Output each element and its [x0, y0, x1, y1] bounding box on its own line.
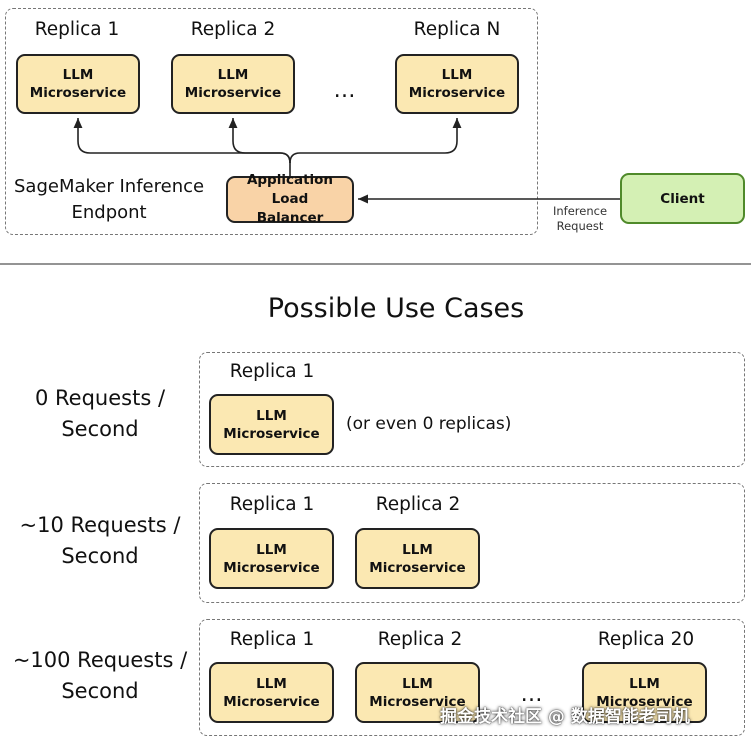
row-2-rate-label: ~10 Requests / Second [20, 510, 181, 572]
alb-line-2: Balancer [256, 210, 324, 226]
box-line-llm: LLM [256, 675, 287, 692]
row-3-replica-2-label: Replica 2 [377, 629, 463, 650]
alb-to-replica-n-line [289, 118, 462, 164]
row-3-replica-20-label: Replica 20 [597, 629, 695, 650]
row-1-rate-line-2: Second [61, 417, 139, 441]
replica-ellipsis: … [333, 78, 357, 103]
row-1-llm-microservice-1: LLM Microservice [209, 394, 334, 455]
row-3-llm-microservice-1: LLM Microservice [209, 662, 334, 723]
row-3-llm-microservice-20: LLM Microservice [582, 662, 707, 723]
box-line-microservice: Microservice [29, 85, 127, 101]
box-line-llm: LLM [256, 407, 287, 424]
row-1-replica-1-label: Replica 1 [229, 361, 315, 382]
box-line-microservice: Microservice [408, 85, 506, 101]
use-case-row-3 [199, 619, 745, 736]
row-3-rate-line-1: ~100 Requests / [12, 648, 188, 672]
use-case-row-2 [199, 483, 745, 603]
inference-request-line-1: Inference [552, 204, 608, 218]
row-3-rate-label: ~100 Requests / Second [13, 645, 187, 707]
row-1-rate-label: 0 Requests / Second [35, 383, 165, 445]
box-line-llm: LLM [629, 675, 660, 692]
box-line-microservice: Microservice [596, 693, 693, 710]
alb-to-replica-2-line [228, 118, 291, 164]
row-2-rate-line-2: Second [61, 544, 139, 568]
client-box: Client [620, 173, 745, 224]
box-line-llm: LLM [62, 67, 94, 83]
replica-2-label: Replica 2 [190, 19, 276, 40]
box-line-llm: LLM [441, 67, 473, 83]
llm-microservice-replica-1: LLM Microservice [16, 54, 140, 114]
row-2-replica-1-label: Replica 1 [229, 494, 315, 515]
inference-request-line-2: Request [556, 219, 604, 233]
row-3-ellipsis: … [520, 682, 544, 707]
llm-microservice-replica-n: LLM Microservice [395, 54, 519, 114]
box-line-microservice: Microservice [223, 425, 320, 442]
box-line-microservice: Microservice [223, 693, 320, 710]
row-3-rate-line-2: Second [61, 679, 139, 703]
row-1-rate-line-1: 0 Requests / [34, 386, 166, 410]
row-2-llm-microservice-2: LLM Microservice [355, 528, 480, 589]
replica-n-label: Replica N [413, 19, 501, 40]
row-1-note: (or even 0 replicas) [346, 414, 512, 434]
box-line-microservice: Microservice [223, 559, 320, 576]
inference-request-label: Inference Request [553, 204, 607, 234]
watermark-text: 掘金技术社区 @ 数据智能老司机 [440, 707, 690, 727]
row-2-replica-2-label: Replica 2 [375, 494, 461, 515]
box-line-microservice: Microservice [369, 693, 466, 710]
alb-line-1: Application Load [246, 172, 334, 207]
box-line-llm: LLM [217, 67, 249, 83]
endpoint-label-line-2: Endpont [71, 202, 147, 223]
box-line-microservice: Microservice [369, 559, 466, 576]
box-line-microservice: Microservice [184, 85, 282, 101]
application-load-balancer: Application Load Balancer [226, 172, 354, 226]
row-3-replica-1-label: Replica 1 [229, 629, 315, 650]
box-line-llm: LLM [256, 541, 287, 558]
endpoint-label-line-1: SageMaker Inference [14, 176, 205, 197]
sagemaker-endpoint-container [5, 8, 538, 235]
row-2-rate-line-1: ~10 Requests / [19, 513, 181, 537]
endpoint-label: SageMaker Inference Endpont [14, 174, 204, 226]
box-line-llm: LLM [402, 541, 433, 558]
row-2-llm-microservice-1: LLM Microservice [209, 528, 334, 589]
use-cases-title: Possible Use Cases [267, 293, 525, 324]
replica-1-label: Replica 1 [34, 19, 120, 40]
alb-trunk-line [73, 118, 291, 176]
llm-microservice-replica-2: LLM Microservice [171, 54, 295, 114]
client-label: Client [660, 190, 705, 207]
row-3-llm-microservice-2: LLM Microservice [355, 662, 480, 723]
box-line-llm: LLM [402, 675, 433, 692]
use-case-row-1 [199, 352, 745, 467]
